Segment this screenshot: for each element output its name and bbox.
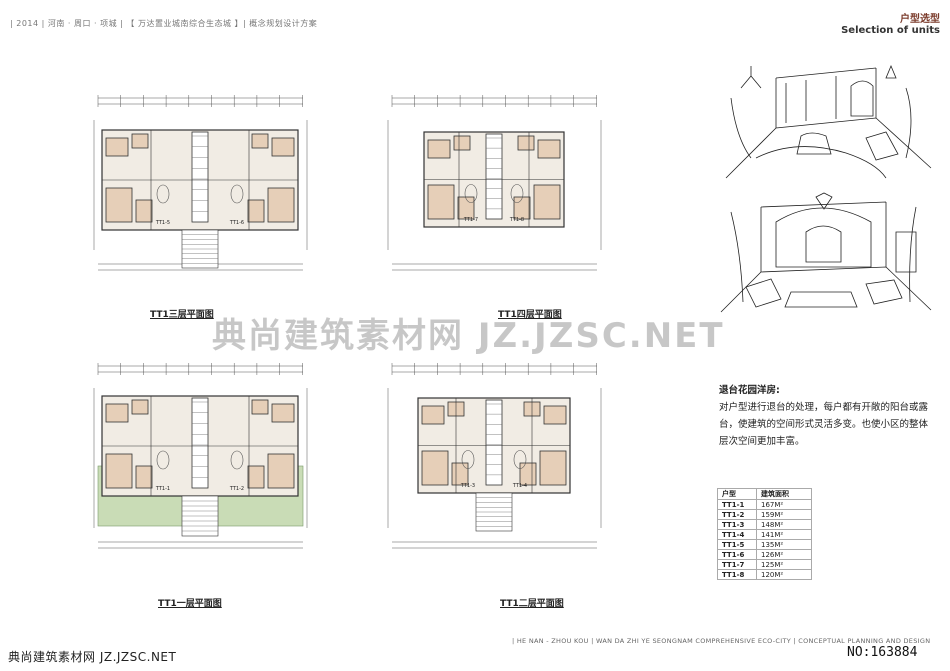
interior-sketch-living — [725, 64, 932, 179]
unit-code: TT1-1 — [717, 499, 757, 510]
unit-code: TT1-5 — [717, 539, 757, 550]
section-title-en: Selection of units — [841, 25, 940, 36]
unit-label: TT1-5 — [155, 220, 170, 226]
unit-code: TT1-2 — [717, 509, 757, 520]
unit-label: TT1-7 — [463, 217, 478, 223]
footer-site-name: 典尚建筑素材网 JZ.JZSC.NET — [8, 650, 177, 664]
interior-sketch-hall — [720, 192, 932, 313]
floor-plan-3f: TT1-5 TT1-6 — [88, 90, 313, 280]
floor-plan-drawing: TT1-5 TT1-6 — [93, 95, 308, 271]
footer-project-line: | HE NAN - ZHOU KOU | WAN DA ZHI YE SEON… — [512, 637, 931, 645]
floor-plan-4f: TT1-7 TT1-8 — [382, 90, 607, 280]
floor-plan-2f: TT1-3 TT1-4 — [382, 358, 607, 558]
plan-label-1f: TT1一层平面图 — [158, 599, 222, 609]
unit-code: TT1-7 — [717, 559, 757, 570]
unit-code: TT1-4 — [717, 529, 757, 540]
floor-plan-1f: TT1-1 TT1-2 — [88, 358, 313, 558]
description-block: 退台花园洋房: 对户型进行退台的处理，每户都有开敞的阳台或露台，使建筑的空间形式… — [719, 382, 934, 450]
unit-area: 167M² — [756, 499, 812, 510]
unit-code: TT1-3 — [717, 519, 757, 530]
unit-label: TT1-3 — [460, 483, 475, 489]
unit-area: 141M² — [756, 529, 812, 540]
unit-code: TT1-8 — [717, 569, 757, 580]
project-header: | 2014 | 河南 · 周口 · 项城 | 【 万达置业城南综合生态城 】|… — [10, 19, 318, 28]
table-header-type: 户型 — [717, 488, 757, 500]
unit-area: 135M² — [756, 539, 812, 550]
footer-id: NO:163884 — [847, 645, 918, 660]
description-body: 对户型进行退台的处理，每户都有开敞的阳台或露台，使建筑的空间形式灵活多变。也使小… — [719, 402, 929, 447]
floor-plan-drawing: TT1-7 TT1-8 — [387, 95, 602, 271]
section-title-cn: 户型选型 — [900, 14, 940, 25]
unit-area: 159M² — [756, 509, 812, 520]
unit-label: TT1-8 — [509, 217, 524, 223]
section-title: 户型选型 Selection of units — [841, 10, 940, 36]
table-header-area: 建筑面积 — [756, 488, 812, 500]
unit-label: TT1-6 — [229, 220, 244, 226]
plan-label-4f: TT1四层平面图 — [498, 310, 562, 320]
unit-label: TT1-4 — [512, 483, 527, 489]
unit-code: TT1-6 — [717, 549, 757, 560]
unit-area: 126M² — [756, 549, 812, 560]
watermark: 典尚建筑素材网 JZ.JZSC.NET — [212, 316, 725, 356]
floor-plan-drawing: TT1-3 TT1-4 — [387, 363, 602, 549]
unit-area: 148M² — [756, 519, 812, 530]
unit-label: TT1-2 — [229, 486, 244, 492]
unit-label: TT1-1 — [155, 486, 170, 492]
floor-plan-drawing: TT1-1 TT1-2 — [93, 363, 308, 549]
unit-area: 125M² — [756, 559, 812, 570]
unit-area: 120M² — [756, 569, 812, 580]
description-title: 退台花园洋房: — [719, 385, 780, 396]
table-header-row: 户型 建筑面积 — [717, 488, 812, 500]
plan-label-3f: TT1三层平面图 — [150, 310, 214, 320]
plan-label-2f: TT1二层平面图 — [500, 599, 564, 609]
